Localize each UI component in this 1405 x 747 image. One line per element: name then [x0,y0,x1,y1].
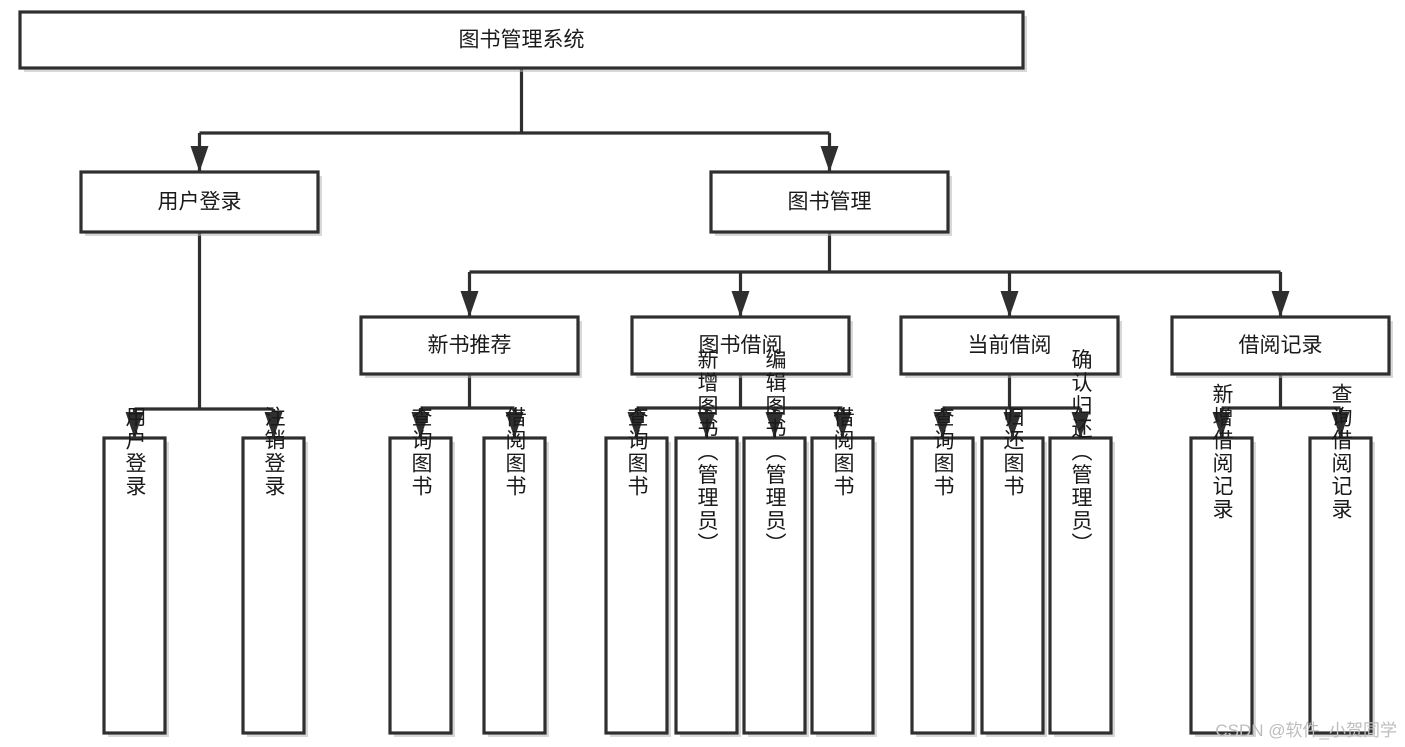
edge-group [125,232,283,438]
arrow-head-icon [697,412,716,438]
node-leaf-9[interactable]: 归还图书 [980,406,1047,737]
node-box[interactable] [742,436,807,735]
arrow-head-icon [833,412,852,438]
edge-group [190,68,839,172]
edge-group [1212,374,1350,438]
arrow-head-icon [460,291,479,317]
edge-group [627,374,852,438]
node-level2-3[interactable]: 借阅记录 [1170,315,1393,378]
arrow-head-icon [125,412,144,438]
node-leaf-10[interactable]: 确认归还（管理员） [1048,349,1115,738]
node-label: 用户登录 [123,406,147,498]
arrow-head-icon [765,412,784,438]
node-level2-1[interactable]: 图书借阅 [630,315,853,378]
node-level1-1[interactable]: 图书管理 [709,170,952,236]
arrow-head-icon [1212,412,1231,438]
node-label: 归还图书 [1001,406,1025,498]
arrow-head-icon [731,291,750,317]
node-box[interactable] [899,315,1120,376]
node-box[interactable] [980,436,1045,735]
node-leaf-1[interactable]: 注销登录 [241,406,308,737]
node-label: 查询借阅记录 [1329,383,1353,521]
arrow-head-icon [505,412,524,438]
node-label: 查询图书 [931,406,955,498]
node-label: 编辑图书（管理员） [763,349,787,556]
connector-layer [125,68,1350,438]
arrow-head-icon [411,412,430,438]
node-level2-2[interactable]: 当前借阅 [899,315,1122,378]
node-label: 借阅图书 [503,406,527,498]
node-box[interactable] [674,436,739,735]
node-box[interactable] [709,170,950,234]
node-box[interactable] [604,436,669,735]
node-box[interactable] [910,436,975,735]
arrow-head-icon [1331,412,1350,438]
node-box[interactable] [18,10,1025,70]
node-box[interactable] [810,436,875,735]
arrow-head-icon [820,146,839,172]
edge-group [411,374,524,438]
arrow-head-icon [264,412,283,438]
node-box[interactable] [1170,315,1391,376]
arrow-head-icon [1003,412,1022,438]
node-box[interactable] [388,436,453,735]
node-box[interactable] [359,315,580,376]
node-leaf-4[interactable]: 查询图书 [604,406,671,737]
node-label: 新书推荐 [428,334,512,357]
node-label: 当前借阅 [968,334,1052,357]
node-leaf-3[interactable]: 借阅图书 [482,406,549,737]
node-label: 用户登录 [158,191,242,214]
node-label: 新增图书（管理员） [695,349,719,556]
node-root[interactable]: 图书管理系统 [18,10,1027,72]
arrow-head-icon [190,146,209,172]
arrow-head-icon [933,412,952,438]
node-leaf-12[interactable]: 查询借阅记录 [1308,383,1375,737]
node-leaf-2[interactable]: 查询图书 [388,406,455,737]
node-leaf-8[interactable]: 查询图书 [910,406,977,737]
node-box[interactable] [241,436,306,735]
arrow-head-icon [1071,412,1090,438]
node-leaf-0[interactable]: 用户登录 [102,406,169,737]
node-leaf-7[interactable]: 借阅图书 [810,406,877,737]
node-label: 图书管理系统 [459,29,585,52]
node-box[interactable] [1308,436,1373,735]
node-box[interactable] [1048,436,1113,735]
node-label: 图书借阅 [699,334,783,357]
node-level2-0[interactable]: 新书推荐 [359,315,582,378]
node-leaf-6[interactable]: 编辑图书（管理员） [742,349,809,738]
arrow-head-icon [1271,291,1290,317]
node-box[interactable] [79,170,320,234]
node-label: 查询图书 [625,406,649,498]
node-box[interactable] [630,315,851,376]
node-box[interactable] [1189,436,1254,735]
node-label: 确认归还（管理员） [1069,349,1093,556]
node-label: 图书管理 [788,191,872,214]
arrow-head-icon [1000,291,1019,317]
node-box[interactable] [102,436,167,735]
node-label: 注销登录 [262,406,286,498]
edge-group [933,374,1090,438]
node-label: 新增借阅记录 [1210,383,1234,521]
node-box[interactable] [482,436,547,735]
edge-group [460,232,1290,317]
arrow-head-icon [627,412,646,438]
node-label: 借阅图书 [831,406,855,498]
node-label: 借阅记录 [1239,334,1323,357]
node-leaf-11[interactable]: 新增借阅记录 [1189,383,1256,737]
node-label: 查询图书 [409,406,433,498]
node-level1-0[interactable]: 用户登录 [79,170,322,236]
node-leaf-5[interactable]: 新增图书（管理员） [674,349,741,738]
node-layer: 图书管理系统用户登录图书管理新书推荐图书借阅当前借阅借阅记录用户登录注销登录查询… [18,10,1393,738]
